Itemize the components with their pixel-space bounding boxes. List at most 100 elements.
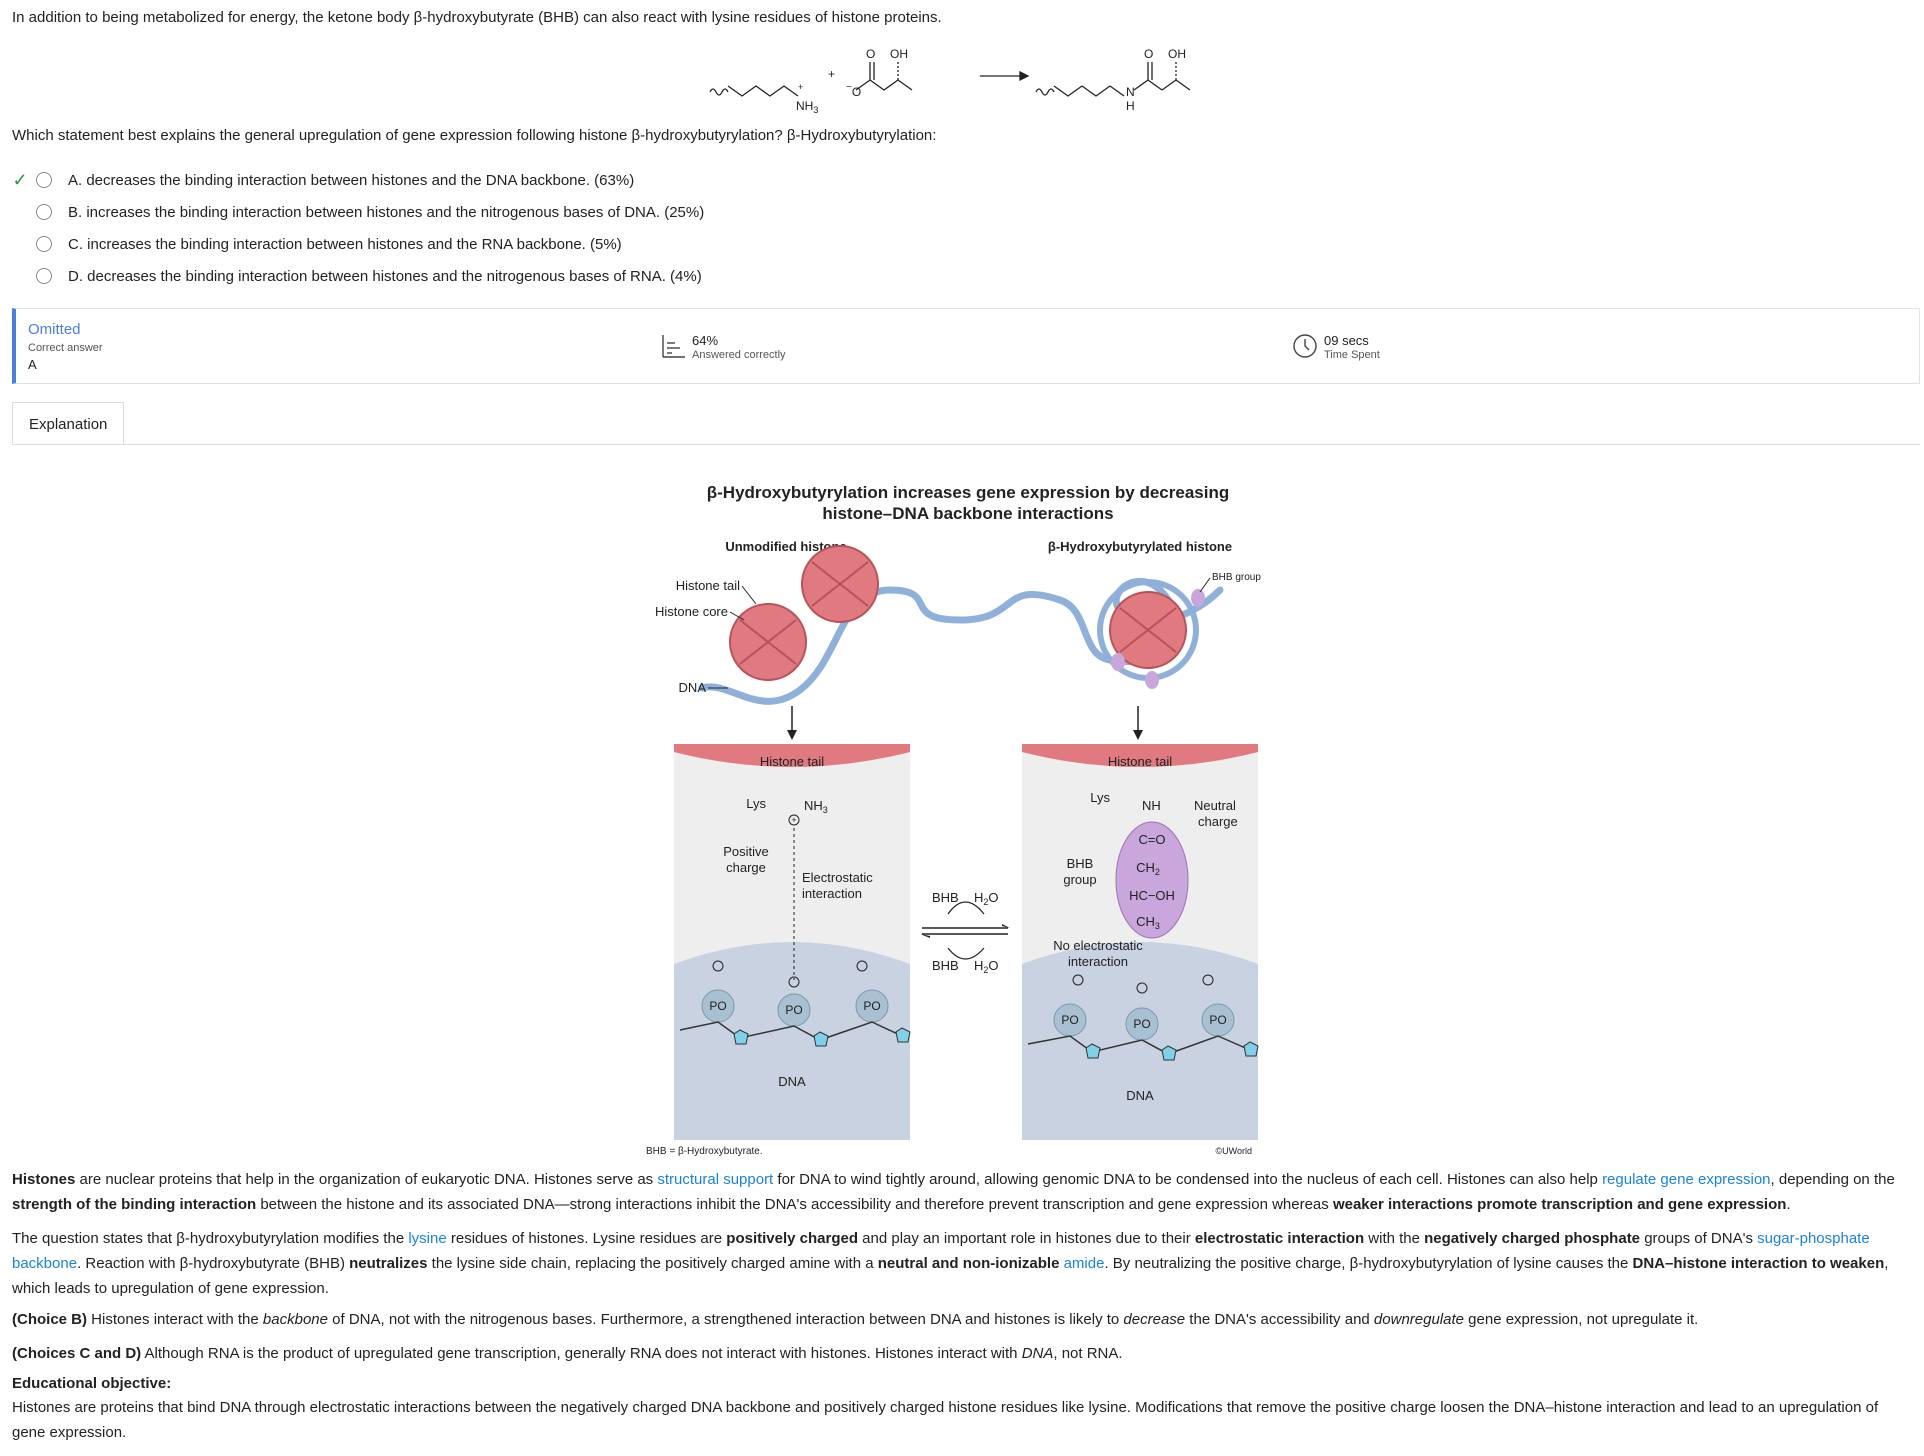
oxygen-anion: −O <box>846 82 861 99</box>
radio-button[interactable] <box>36 236 52 252</box>
svg-text:C=O: C=O <box>1138 832 1165 847</box>
bar-chart-icon <box>662 335 685 358</box>
no-electrostatic-label: No electrostatic <box>1053 938 1143 953</box>
stats-bar: Omitted Correct answer A 64% Answered co… <box>12 308 1920 384</box>
bhb-group-mark <box>1191 589 1205 607</box>
svg-text:PO: PO <box>785 1003 802 1017</box>
question-text: Which statement best explains the genera… <box>12 127 937 144</box>
carbonyl-oxygen: O <box>866 47 875 61</box>
plus-charge: + <box>798 82 803 92</box>
radio-button[interactable] <box>36 172 52 188</box>
svg-text:CH2: CH2 <box>1136 860 1160 877</box>
label-histone-core: Histone core <box>655 604 728 619</box>
percent-correct-value: 64% <box>692 333 719 348</box>
svg-text:H2O: H2O <box>974 958 999 975</box>
svg-text:PO: PO <box>1061 1013 1078 1027</box>
choice-label: C. increases the binding interaction bet… <box>68 235 622 253</box>
nh-label: NH <box>1142 798 1161 813</box>
neutral-charge-label: Neutral <box>1194 798 1236 813</box>
choice-a[interactable]: ✓ A. decreases the binding interaction b… <box>8 164 704 196</box>
electrostatic-label: Electrostatic <box>802 870 873 885</box>
clock-icon <box>1293 334 1317 358</box>
svg-text:+: + <box>791 815 796 825</box>
svg-text:HC−OH: HC−OH <box>1129 888 1175 903</box>
choice-label: D. decreases the binding interaction bet… <box>68 267 702 285</box>
explanation-choices-c-d: (Choices C and D) Although RNA is the pr… <box>12 1345 1123 1362</box>
educational-objective-text: Histones are proteins that bind DNA thro… <box>12 1399 1879 1441</box>
choice-label: B. increases the binding interaction bet… <box>68 203 705 221</box>
radio-button[interactable] <box>36 204 52 220</box>
link-sugar-phosphate-backbone[interactable]: sugar-phosphate backbone <box>12 1230 1870 1272</box>
plus-sign: + <box>828 67 835 81</box>
tab-bar: Explanation <box>12 402 1920 445</box>
link-regulate-gene-expression[interactable]: regulate gene expression <box>1602 1171 1771 1188</box>
radio-button[interactable] <box>36 268 52 284</box>
svg-text:PO: PO <box>1133 1017 1150 1031</box>
svg-text:CH3: CH3 <box>1136 914 1160 931</box>
figure-footnote: BHB = β-Hydroxybutyrate. <box>646 1146 763 1157</box>
svg-text:BHB: BHB <box>932 890 959 905</box>
svg-text:interaction: interaction <box>802 886 862 901</box>
bhb-group-label: BHB <box>1067 856 1094 871</box>
percent-correct-label: Answered correctly <box>692 349 786 361</box>
left-header: Unmodified histone <box>725 539 846 554</box>
educational-objective-title: Educational objective: <box>12 1375 172 1392</box>
label-histone-tail: Histone tail <box>676 578 740 593</box>
svg-text:PO: PO <box>709 999 726 1013</box>
correct-answer-value: A <box>28 357 37 372</box>
time-spent-label: Time Spent <box>1324 349 1380 361</box>
explanation-paragraph-1: Histones are nuclear proteins that help … <box>12 1171 1895 1213</box>
reaction-scheme: NH3 + + −O O OH N H O OH <box>709 47 1191 115</box>
svg-text:BHB: BHB <box>932 958 959 973</box>
panel-dna-right: DNA <box>1126 1088 1154 1103</box>
link-amide[interactable]: amide <box>1063 1255 1105 1272</box>
bhb-group-mark <box>1145 671 1159 689</box>
choice-label: A. decreases the binding interaction bet… <box>68 171 635 189</box>
answer-choices: ✓ A. decreases the binding interaction b… <box>8 164 704 292</box>
histone-core-middle <box>801 545 879 623</box>
panel-dna-left: DNA <box>778 1074 806 1089</box>
figure-title: β-Hydroxybutyrylation increases gene exp… <box>707 483 1229 502</box>
svg-text:interaction: interaction <box>1068 954 1128 969</box>
bhb-group-mark <box>1111 653 1125 671</box>
choice-b[interactable]: B. increases the binding interaction bet… <box>8 196 704 228</box>
correct-check-icon: ✓ <box>12 169 28 190</box>
hydroxyl-label: OH <box>890 47 908 61</box>
status-omitted: Omitted <box>28 321 81 338</box>
right-panel: Histone tail Lys NH Neutral charge C=O C… <box>1022 744 1259 1140</box>
svg-text:H2O: H2O <box>974 890 999 907</box>
svg-text:PO: PO <box>863 999 880 1013</box>
nh3-label: NH3 <box>796 99 818 115</box>
correct-answer-label: Correct answer <box>28 342 103 354</box>
nh3-label: NH3 <box>804 798 828 815</box>
label-bhb-group: BHB group <box>1212 572 1261 583</box>
svg-text:group: group <box>1063 872 1096 887</box>
positive-charge-label: Positive <box>723 844 769 859</box>
panel-tail-right: Histone tail <box>1108 754 1172 769</box>
histone-figure: β-Hydroxybutyrylation increases gene exp… <box>646 483 1261 1157</box>
tab-explanation[interactable]: Explanation <box>12 402 125 444</box>
choice-d[interactable]: D. decreases the binding interaction bet… <box>8 260 704 292</box>
time-spent-value: 09 secs <box>1324 333 1369 348</box>
left-panel: Histone tail Lys NH3 + Positive charge E… <box>674 744 911 1140</box>
bhb-group-ellipse <box>1115 821 1189 939</box>
figure-title-2: histone–DNA backbone interactions <box>822 504 1113 523</box>
equilibrium-arrows: BHB H2O BHB H2O <box>920 890 1010 975</box>
link-lysine[interactable]: lysine <box>408 1230 447 1247</box>
product-hydroxyl-label: OH <box>1168 47 1186 61</box>
right-header: β-Hydroxybutyrylated histone <box>1048 539 1232 554</box>
copyright: ©UWorld <box>1216 1146 1252 1156</box>
choice-c[interactable]: C. increases the binding interaction bet… <box>8 228 704 260</box>
explanation-choice-b: (Choice B) Histones interact with the ba… <box>12 1311 1699 1328</box>
lys-label: Lys <box>746 796 766 811</box>
svg-text:PO: PO <box>1209 1013 1226 1027</box>
histone-core-left <box>729 603 807 681</box>
svg-text:Lys: Lys <box>1090 790 1110 805</box>
svg-text:charge: charge <box>726 860 766 875</box>
link-structural-support[interactable]: structural support <box>657 1171 774 1188</box>
question-stem: In addition to being metabolized for ene… <box>12 9 942 26</box>
histone-core-right <box>1097 579 1205 689</box>
product-carbonyl-oxygen: O <box>1144 47 1153 61</box>
label-dna: DNA <box>679 680 707 695</box>
explanation-paragraph-2: The question states that β-hydroxybutyry… <box>12 1230 1889 1297</box>
